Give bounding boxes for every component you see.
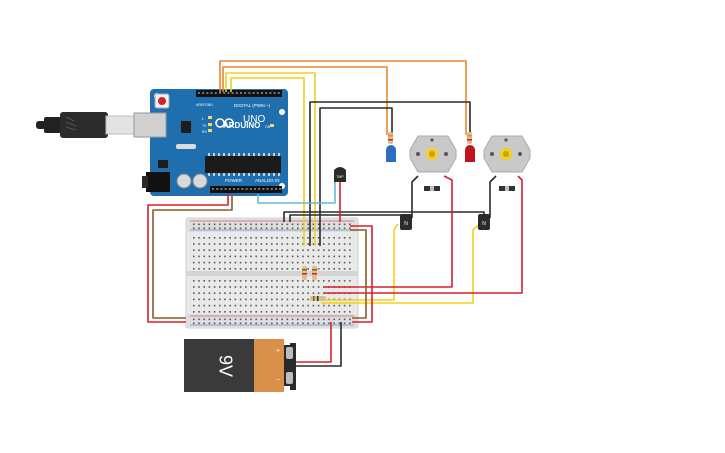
header-pins xyxy=(198,92,282,190)
breadboard-holes xyxy=(193,223,351,325)
wire-black-gnd-led xyxy=(309,101,471,246)
power-jack-icon xyxy=(142,172,170,192)
led-red xyxy=(465,132,475,162)
battery-minus: − xyxy=(276,377,280,384)
gnd-label: GND xyxy=(205,103,213,107)
chip-pins xyxy=(208,153,280,176)
battery-plus: + xyxy=(276,348,280,355)
wire-brown-gnd xyxy=(152,194,233,319)
wire-red-vin xyxy=(147,194,229,323)
wire-black-motor-left xyxy=(411,175,419,218)
breadboard-resistors xyxy=(302,266,326,301)
wire-black-battery xyxy=(296,322,342,367)
dc-motor-right xyxy=(483,135,531,191)
arduino-uno-board: ARDUINO UNO DIGITAL (PWM ~) POWER ANALOG… xyxy=(133,89,288,196)
wire-red-rail xyxy=(350,225,373,323)
wire-red-battery xyxy=(296,322,332,363)
aref-label: AREF xyxy=(196,103,205,107)
wire-black-motor-right xyxy=(489,175,497,218)
analog-label: ANALOG IN xyxy=(255,178,280,183)
wire-yellow-1 xyxy=(225,72,316,246)
transistor-left: N xyxy=(400,214,412,230)
wire-red-motor-right xyxy=(324,175,523,294)
wire-orange-led-red xyxy=(222,66,388,135)
transistor-left-label: N xyxy=(404,221,408,227)
temperature-sensor: TMP xyxy=(334,167,346,182)
reset-button-icon xyxy=(154,93,170,109)
transistor-right: N xyxy=(478,214,490,230)
wire-red-motor-left xyxy=(324,175,453,288)
breadboard xyxy=(185,217,359,329)
transistor-right-label: N xyxy=(482,221,486,227)
wire-blue-analog xyxy=(257,182,336,204)
digital-header-label: DIGITAL (PWM ~) xyxy=(234,103,271,108)
l-led-label: L xyxy=(202,117,204,121)
wires xyxy=(147,60,523,367)
battery-label: 9V xyxy=(215,355,235,377)
wire-orange-led-blue xyxy=(219,60,467,135)
led-blue xyxy=(386,132,396,162)
battery-9v: 9V + − xyxy=(184,339,296,392)
dc-motor-left xyxy=(409,135,457,191)
arduino-brand: ARDUINO xyxy=(223,121,260,130)
rx-led-label: RX xyxy=(202,130,208,134)
wire-yellow-to-transistor-left xyxy=(321,223,399,301)
on-led-label: ON xyxy=(265,125,271,129)
wire-yellow-to-transistor-right xyxy=(321,223,481,304)
wire-brown-rail xyxy=(350,229,367,319)
wire-black-gnd-led2 xyxy=(319,107,393,246)
tmp-label: TMP xyxy=(336,175,344,179)
power-label: POWER xyxy=(225,178,243,183)
tx-led-label: TX xyxy=(202,124,207,128)
wire-yellow-2 xyxy=(230,77,305,246)
arduino-model: UNO xyxy=(243,114,265,125)
